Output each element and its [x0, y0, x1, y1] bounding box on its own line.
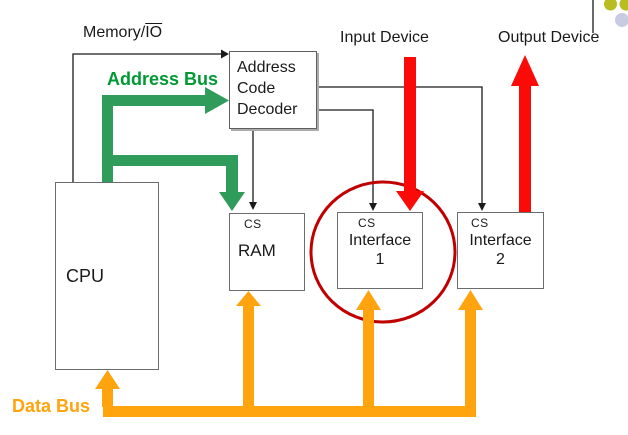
interface1-cs-label: CS — [358, 216, 376, 230]
input-device-label: Input Device — [340, 29, 429, 46]
decoder-to-interface2-line — [316, 86, 486, 211]
interface1-label: Interface — [348, 232, 412, 249]
logo-dot — [604, 0, 617, 11]
decoder-line-2: Code — [237, 80, 276, 97]
output-device-label: Output Device — [498, 29, 600, 46]
decoder-line-3: Decoder — [237, 101, 298, 118]
address-bus-label: Address Bus — [107, 69, 219, 89]
logo-dot — [615, 13, 628, 27]
decoder-to-ram-line — [249, 129, 257, 210]
interface2-label: Interface — [469, 232, 532, 249]
interface2-number: 2 — [496, 251, 505, 268]
data-bus-arrow — [95, 290, 483, 417]
address-code-decoder-box: Address Code Decoder — [229, 51, 317, 129]
cpu-box: CPU — [55, 182, 159, 370]
address-bus-arrow — [102, 87, 245, 211]
data-bus-label: Data Bus — [12, 396, 91, 416]
logo-dot — [619, 0, 628, 11]
interface2-box: CS Interface 2 — [457, 212, 544, 289]
memory-io-label: Memory/IO — [83, 24, 162, 42]
interface1-box: CS Interface 1 — [337, 212, 423, 289]
output-device-arrow — [511, 55, 539, 213]
memory-io-overline: IO — [145, 24, 163, 41]
ram-cs-label: CS — [244, 217, 262, 231]
decoder-line-1: Address — [237, 59, 296, 76]
input-device-arrow — [396, 57, 424, 211]
memory-io-line — [72, 49, 229, 182]
decoder-to-interface1-line — [316, 109, 377, 211]
interface2-cs-label: CS — [471, 216, 489, 230]
interface1-number: 1 — [375, 251, 385, 268]
ram-box: CS RAM — [229, 213, 305, 291]
ram-label: RAM — [238, 241, 276, 260]
highlight-circle — [309, 180, 457, 324]
memory-io-prefix: Memory/ — [83, 24, 146, 41]
cpu-label: CPU — [66, 266, 105, 286]
logo-dots — [604, 0, 628, 27]
